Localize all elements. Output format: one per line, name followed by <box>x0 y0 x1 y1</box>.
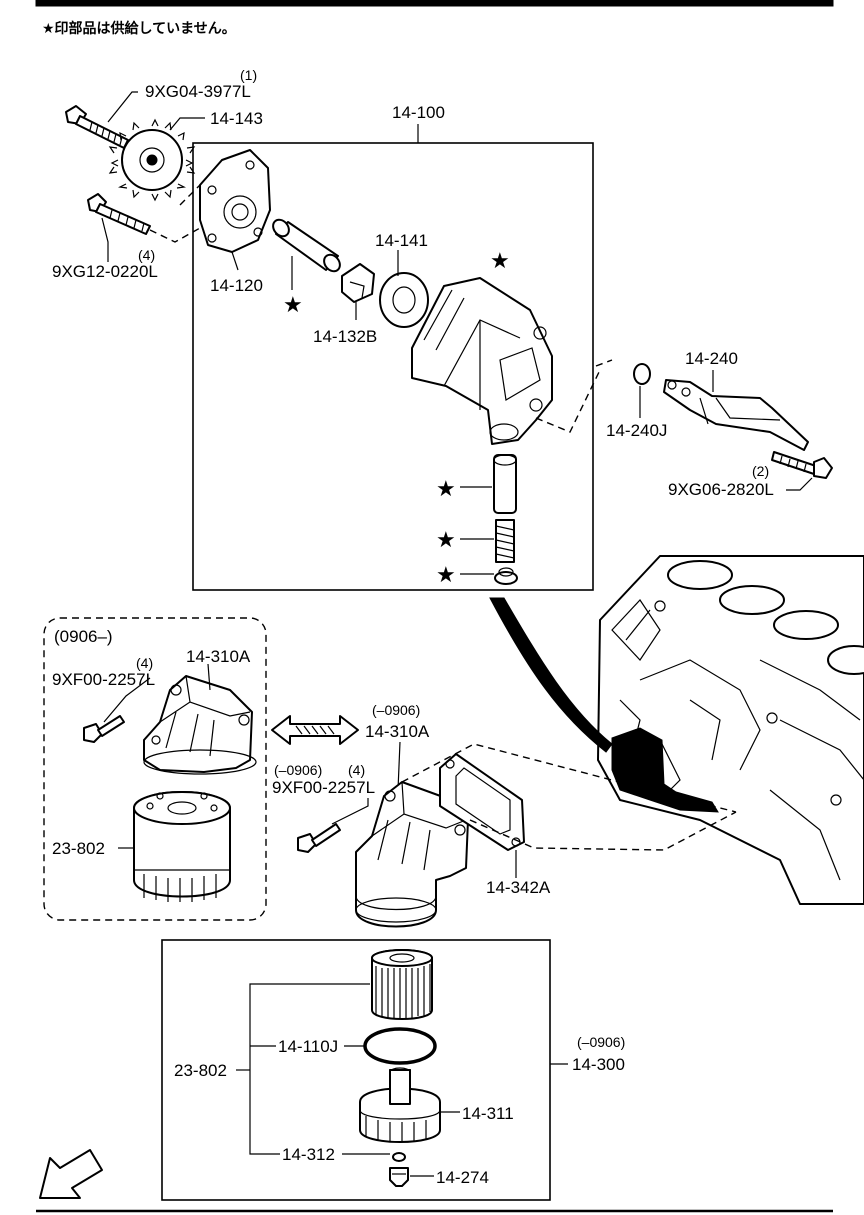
label-14-342a: 14-342A <box>486 878 551 897</box>
interchange-arrow <box>271 715 359 745</box>
label-0906-later: (0906–) <box>54 627 113 646</box>
bolt-9xg06[interactable] <box>771 451 833 479</box>
filter-kit-box-14-300 <box>161 939 551 1201</box>
filter-body-14-310a-left[interactable] <box>143 675 257 775</box>
sprocket-14-143[interactable] <box>108 118 196 202</box>
qty-9xf00-left: (4) <box>136 655 153 671</box>
label-14-311: 14-311 <box>462 1104 514 1123</box>
relief-cap[interactable] <box>494 567 518 585</box>
top-border <box>35 0 834 7</box>
bolt-9xf00-left[interactable] <box>83 715 125 743</box>
label-0906-earlier-mid: (–0906) <box>372 702 420 718</box>
label-0906-earlier-bolt: (–0906) <box>274 762 322 778</box>
label-14-100: 14-100 <box>392 103 445 122</box>
pump-cover-14-120[interactable] <box>199 149 271 253</box>
label-14-310a-left: 14-310A <box>186 647 251 666</box>
star-spring: ★ <box>436 527 456 552</box>
oil-pump-assembly-box <box>192 142 594 591</box>
qty-9xg12: (4) <box>138 247 155 263</box>
star-pump-body: ★ <box>490 248 510 273</box>
label-14-312: 14-312 <box>282 1145 335 1164</box>
star-cap: ★ <box>436 562 456 587</box>
bolt-9xf00-mid[interactable] <box>297 823 341 853</box>
qty-9xg06: (2) <box>752 463 769 479</box>
oil-filter-23-802-left[interactable] <box>133 791 231 902</box>
label-9xg04-3977l: 9XG04-3977L <box>145 82 251 101</box>
label-9xf00-2257l-mid: 9XF00-2257L <box>272 778 375 797</box>
variant-box-0906-later <box>43 617 267 921</box>
label-23-802-bottom: 23-802 <box>174 1061 227 1080</box>
relief-plunger[interactable] <box>493 454 517 514</box>
o-ring-14-312[interactable] <box>392 1152 406 1162</box>
filter-body-14-310a-mid[interactable] <box>355 781 469 928</box>
label-14-110j: 14-110J <box>278 1037 338 1056</box>
filter-cap-14-311[interactable] <box>359 1067 441 1143</box>
not-supplied-note: ★印部品は供給していません。 <box>42 20 236 36</box>
label-23-802-left: 23-802 <box>52 839 105 858</box>
pump-shaft[interactable] <box>270 217 343 275</box>
forward-direction-arrow <box>39 1149 103 1199</box>
label-0906-earlier-kit: (–0906) <box>577 1034 625 1050</box>
qty-9xf00-mid: (4) <box>348 762 365 778</box>
label-14-240j: 14-240J <box>606 421 667 440</box>
label-9xg06-2820l: 9XG06-2820L <box>668 480 774 499</box>
callout-swoosh <box>489 597 613 753</box>
label-9xf00-2257l-left: 9XF00-2257L <box>52 670 155 689</box>
filter-element[interactable] <box>371 949 433 1020</box>
oil-strainer-14-240[interactable] <box>663 379 809 451</box>
inner-rotor-14-132b[interactable] <box>341 263 375 303</box>
label-14-141: 14-141 <box>375 231 428 250</box>
oil-pump-body[interactable] <box>411 277 553 445</box>
label-14-300: 14-300 <box>572 1055 625 1074</box>
label-14-120: 14-120 <box>210 276 263 295</box>
o-ring-14-110j[interactable] <box>363 1027 437 1065</box>
outer-rotor-14-141[interactable] <box>379 272 429 328</box>
bolt-9xg12[interactable] <box>87 193 151 235</box>
engine-block <box>597 555 864 905</box>
label-14-240: 14-240 <box>685 349 738 368</box>
o-ring-14-240j[interactable] <box>633 363 651 385</box>
drain-plug-14-274[interactable] <box>389 1167 409 1187</box>
label-14-310a-mid: 14-310A <box>365 722 430 741</box>
label-9xg12-0220l: 9XG12-0220L <box>52 262 158 281</box>
label-14-132b: 14-132B <box>313 327 377 346</box>
qty-9xg04: (1) <box>240 67 257 83</box>
bolt-9xg04[interactable] <box>65 105 129 149</box>
star-shaft: ★ <box>283 292 303 317</box>
relief-spring[interactable] <box>495 519 515 563</box>
label-14-274: 14-274 <box>436 1168 489 1187</box>
bracket-23-802 <box>249 983 370 1155</box>
star-plunger: ★ <box>436 476 456 501</box>
label-14-143: 14-143 <box>210 109 263 128</box>
